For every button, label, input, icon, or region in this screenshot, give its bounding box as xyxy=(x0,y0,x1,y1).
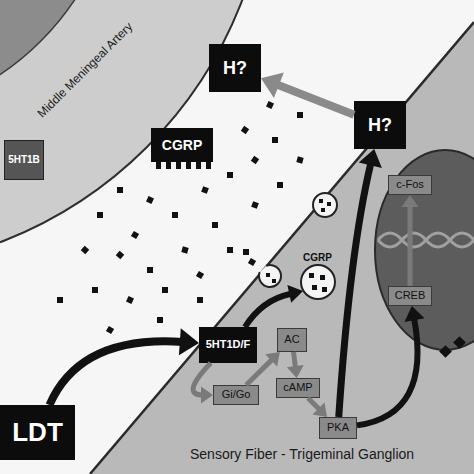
fiber-label: Sensory Fiber - Trigeminal Ganglion xyxy=(190,446,414,462)
fiber-outline xyxy=(90,22,474,474)
fiber-shape: Sensory Fiber - Trigeminal Ganglion H? 5HT… xyxy=(90,22,474,474)
process-box: AC xyxy=(277,328,307,352)
particle xyxy=(57,297,63,303)
source-box: LDT xyxy=(0,405,75,460)
particle xyxy=(81,246,89,254)
particle xyxy=(251,156,259,164)
particle xyxy=(243,249,249,255)
box-label: H? xyxy=(223,59,247,78)
box-label: 5HT1B xyxy=(8,155,40,166)
box-label: cAMP xyxy=(283,382,312,394)
particle xyxy=(212,222,218,228)
arrow-line xyxy=(276,84,354,115)
tooth xyxy=(186,161,191,169)
artery-wall xyxy=(0,0,270,270)
tooth xyxy=(196,161,201,169)
particle xyxy=(251,201,259,209)
tooth xyxy=(166,161,171,169)
particle xyxy=(248,258,256,266)
receptor-box: 5HT1D/F xyxy=(199,327,257,363)
box-label: H? xyxy=(368,116,392,135)
particle xyxy=(241,126,249,134)
particle xyxy=(97,212,103,218)
process-box: cAMP xyxy=(276,378,320,398)
particle xyxy=(157,317,163,323)
fiber-body xyxy=(90,22,474,474)
receptor-box: H? xyxy=(209,44,261,92)
particle xyxy=(272,137,278,143)
box-label: PKA xyxy=(327,422,349,434)
artery-shape: Middle Meningeal ArteryH?5HT1BCGRP xyxy=(0,0,270,270)
particle xyxy=(296,156,303,163)
particle xyxy=(266,101,274,109)
particle xyxy=(116,251,124,259)
receptor-teeth xyxy=(156,161,211,169)
particle xyxy=(106,326,114,334)
particle xyxy=(126,296,134,304)
process-box: CREB xyxy=(388,286,432,306)
particle xyxy=(277,182,283,188)
receptor-box: CGRP xyxy=(151,128,213,162)
particle xyxy=(146,196,154,204)
receptor-box: 5HT1B xyxy=(4,140,44,180)
particle xyxy=(196,271,204,279)
box-label: AC xyxy=(284,334,299,346)
box-label: 5HT1D/F xyxy=(206,339,251,351)
particle xyxy=(92,287,98,293)
box-label: LDT xyxy=(12,419,63,446)
receptor-box: H? xyxy=(354,101,406,149)
box-label: c-Fos xyxy=(396,179,424,191)
process-box: Gi/Go xyxy=(213,385,259,405)
particle xyxy=(201,186,209,194)
process-box: c-Fos xyxy=(388,175,432,195)
process-box: PKA xyxy=(319,417,357,439)
particle xyxy=(181,246,188,253)
arrow-connector xyxy=(261,73,354,115)
tooth xyxy=(206,161,211,169)
tooth xyxy=(176,161,181,169)
particle xyxy=(197,297,203,303)
particle xyxy=(117,187,123,193)
fiber-membrane xyxy=(90,22,474,474)
particle xyxy=(131,231,139,239)
artery-outline xyxy=(0,0,270,270)
box-label: Gi/Go xyxy=(222,389,251,401)
particle xyxy=(297,112,303,118)
tooth xyxy=(156,161,161,169)
particle xyxy=(227,172,233,178)
free-label: CGRP xyxy=(303,252,332,263)
arrow-head xyxy=(261,73,284,98)
box-label: CGRP xyxy=(162,138,202,153)
particle xyxy=(162,287,168,293)
particle xyxy=(147,267,153,273)
box-label: CREB xyxy=(395,290,426,302)
particle xyxy=(227,247,233,253)
particle xyxy=(172,212,178,218)
